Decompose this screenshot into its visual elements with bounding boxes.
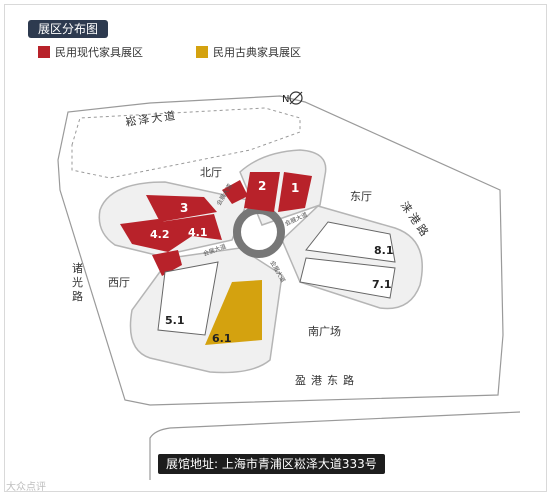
red-corridor-west: [152, 250, 182, 276]
map-frame: [4, 4, 547, 492]
hall-1-label: 1: [291, 181, 299, 195]
hall-7-1-label: 7.1: [372, 278, 392, 291]
west-road-label: 诸光路: [72, 262, 83, 303]
legend-modern: 民用现代家具展区: [38, 44, 143, 60]
hall-4-1-label: 4.1: [188, 226, 208, 239]
hall-6-1-label: 6.1: [212, 332, 232, 345]
red-corridor-north: [222, 180, 248, 204]
legend-classical: 民用古典家具展区: [196, 44, 301, 60]
hall-4-2-label: 4.2: [150, 228, 170, 241]
hall-2: [244, 172, 280, 212]
north-compass-icon: N: [282, 91, 303, 105]
hall-5-1-label: 5.1: [165, 314, 185, 327]
hall-3-label: 3: [180, 201, 188, 215]
south-road-edge: [149, 411, 521, 480]
legend-classical-swatch: [196, 46, 208, 58]
hall-8-1: [305, 221, 396, 263]
venue-address: 展馆地址: 上海市青浦区崧泽大道333号: [158, 454, 385, 474]
site-boundary: [57, 95, 504, 406]
legend-modern-swatch: [38, 46, 50, 58]
south-road-label: 盈港东路: [295, 374, 359, 387]
north-road-label: 崧泽大道: [124, 108, 177, 129]
south-plaza-label: 南广场: [308, 324, 341, 338]
watermark: 大众点评: [6, 482, 46, 493]
hall-1: [278, 172, 312, 212]
hall-2-label: 2: [258, 179, 266, 193]
legend-modern-label: 民用现代家具展区: [55, 46, 143, 59]
hall-4-1: [160, 214, 222, 240]
compass-letter: N: [282, 94, 289, 105]
hall-3: [146, 195, 217, 222]
hall-5-1: [157, 261, 219, 336]
map-title: 展区分布图: [28, 20, 109, 38]
west-hall-label: 西厅: [108, 276, 130, 289]
hall-6-1: [205, 280, 262, 345]
east-hall-label: 东厅: [350, 190, 372, 203]
hall-8-1-label: 8.1: [374, 244, 394, 257]
legend-classical-label: 民用古典家具展区: [213, 46, 301, 59]
north-hall-label: 北厅: [200, 166, 222, 179]
hall-7-1: [299, 257, 396, 299]
